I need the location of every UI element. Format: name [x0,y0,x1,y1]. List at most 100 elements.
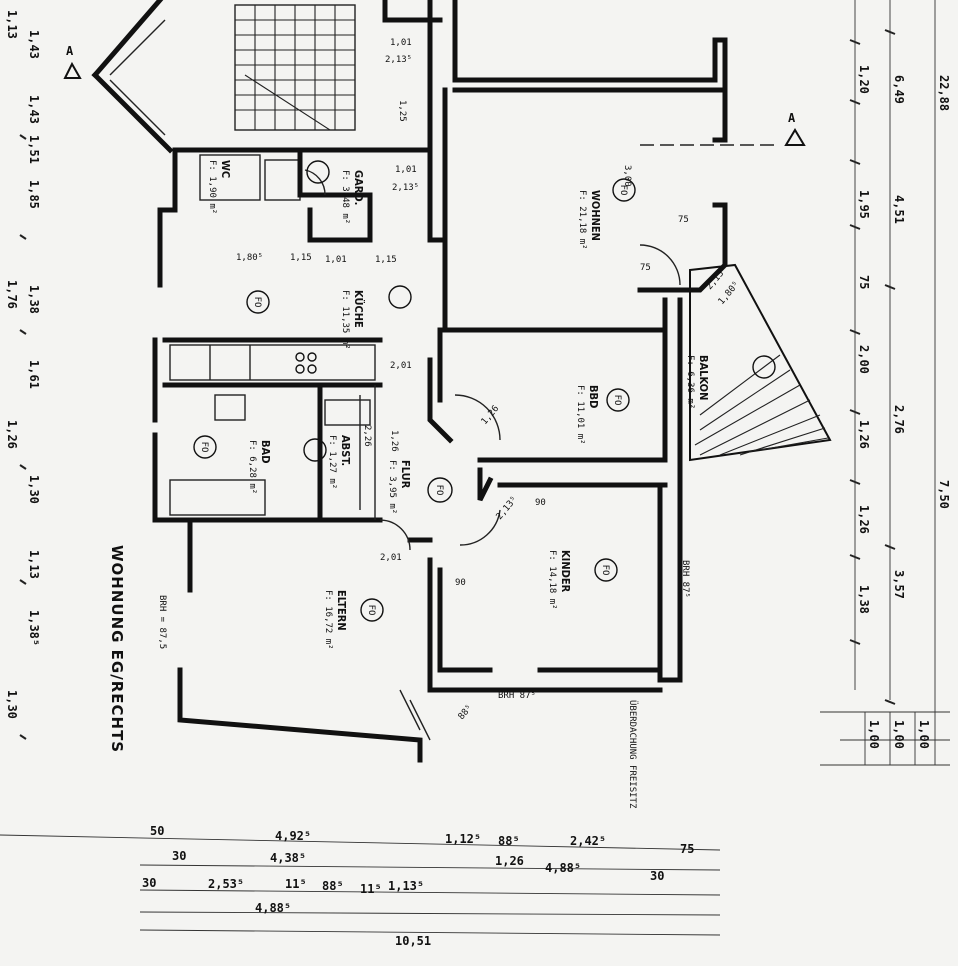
svg-text:4,51: 4,51 [892,195,906,224]
svg-text:1,26: 1,26 [857,505,871,534]
dimension-chain-right [820,0,950,766]
svg-text:4,92⁵: 4,92⁵ [275,829,311,843]
svg-text:F: 3,95 m²: F: 3,95 m² [387,460,397,514]
svg-text:1,38⁵: 1,38⁵ [27,610,41,646]
svg-text:BRH 87⁵: BRH 87⁵ [680,560,690,598]
svg-text:1,38: 1,38 [857,585,871,614]
room-label-kueche: KÜCHE F: 11,35 m² [340,290,366,350]
svg-text:1,12⁵: 1,12⁵ [445,832,481,846]
svg-text:1,26: 1,26 [857,420,871,449]
svg-text:WC: WC [219,160,232,178]
svg-text:1,00: 1,00 [867,720,881,749]
svg-text:1,51: 1,51 [27,135,41,164]
svg-text:2,42⁵: 2,42⁵ [570,834,606,848]
room-marker-flur [427,477,453,503]
plan-title: WOHNUNG EG/RECHTS [108,545,126,753]
svg-text:1,00: 1,00 [892,720,906,749]
svg-text:4,88⁵: 4,88⁵ [545,861,581,875]
svg-text:BALKON: BALKON [697,355,710,400]
svg-text:22,88: 22,88 [937,75,951,111]
svg-text:4,88⁵: 4,88⁵ [255,901,291,915]
svg-text:50: 50 [150,824,164,838]
svg-text:F: 21,18 m²: F: 21,18 m² [577,190,587,250]
room-marker-balkon [752,355,776,379]
room-label-abst: ABST. F: 1,27 m² [327,435,352,489]
svg-text:1,43: 1,43 [27,30,41,59]
svg-text:F: 14,18 m²: F: 14,18 m² [547,550,557,610]
svg-text:1,01: 1,01 [390,38,412,48]
room-marker-bad [193,435,217,459]
svg-text:75: 75 [640,263,651,273]
svg-text:1,00: 1,00 [917,720,931,749]
svg-text:F: 6,36 m²: F: 6,36 m² [685,355,695,409]
room-code-kueche: FO [252,297,262,308]
svg-text:1,38: 1,38 [27,285,41,314]
svg-text:1,13: 1,13 [5,10,19,39]
svg-text:1,15: 1,15 [375,255,397,265]
section-mark-left: A [63,44,82,79]
svg-text:1,30: 1,30 [5,690,19,719]
svg-text:10,51: 10,51 [395,934,431,948]
note-brh: BRH = 87,5 [157,595,167,649]
room-marker-kinder [594,558,618,582]
svg-text:30: 30 [142,876,156,890]
svg-text:KÜCHE: KÜCHE [352,290,366,328]
svg-text:1,15: 1,15 [290,253,312,263]
svg-text:BRH 87⁵: BRH 87⁵ [498,691,536,701]
room-label-bad: BAD F: 6,28 m² [247,440,272,494]
svg-text:KINDER: KINDER [559,550,572,593]
svg-text:FLUR: FLUR [399,460,412,489]
room-code-wohnen: FO [618,185,628,196]
section-mark-right: A [640,111,806,146]
room-label-eltern: ELTERN F: 16,72 m² [323,590,348,650]
svg-text:A: A [788,111,796,125]
svg-text:75: 75 [680,842,694,856]
svg-text:1,01: 1,01 [325,255,347,265]
svg-text:1,26: 1,26 [5,420,19,449]
dim-labels-left: 1,13 1,43 1,43 1,51 1,85 1,76 1,38 1,61 … [5,10,41,719]
svg-text:11⁵: 11⁵ [285,877,307,891]
svg-text:F: 6,28 m²: F: 6,28 m² [247,440,257,494]
svg-text:F: 11,35 m²: F: 11,35 m² [340,290,350,350]
room-marker-abst [303,438,327,462]
svg-text:90: 90 [455,578,466,588]
dim-labels-right: 22,88 6,49 1,20 4,51 1,95 75 2,00 2,76 1… [857,65,951,749]
svg-text:F: 11,01 m²: F: 11,01 m² [575,385,585,445]
svg-text:1,43: 1,43 [27,95,41,124]
svg-text:30: 30 [650,869,664,883]
room-label-balkon: BALKON F: 6,36 m² [685,355,710,409]
room-code-kinder: FO [600,565,610,576]
svg-text:1,25: 1,25 [397,100,407,122]
bath-walls [152,382,383,593]
svg-text:2,00: 2,00 [857,345,871,374]
room-marker-bbd [606,388,630,412]
svg-text:1,20: 1,20 [857,65,871,94]
staircase [91,0,448,243]
room-marker-kueche [246,290,270,314]
dimension-chain-bottom [0,834,721,936]
svg-text:A: A [66,44,74,58]
svg-text:2,76: 2,76 [892,405,906,434]
svg-text:1,95: 1,95 [857,190,871,219]
svg-text:1,26: 1,26 [495,854,524,868]
svg-text:1,80⁵: 1,80⁵ [236,253,263,263]
svg-text:88⁵: 88⁵ [498,834,520,848]
room-marker-wohnen [612,178,636,202]
svg-text:3,00: 3,00 [622,165,632,187]
svg-text:7,50: 7,50 [937,480,951,509]
svg-text:F: 3,48 m²: F: 3,48 m² [340,170,350,224]
svg-text:1,76: 1,76 [5,280,19,309]
svg-text:2,13⁵: 2,13⁵ [385,55,412,65]
svg-text:2,01: 2,01 [380,553,402,563]
room-label-flur: FLUR F: 3,95 m² [387,460,412,514]
svg-text:75: 75 [678,215,689,225]
svg-text:2,53⁵: 2,53⁵ [208,877,244,891]
svg-text:1,13⁵: 1,13⁵ [388,879,424,893]
svg-text:1,85: 1,85 [27,180,41,209]
room-label-kinder: KINDER F: 14,18 m² [547,550,572,610]
outer-walls [427,0,728,693]
room-label-bbd: BBD F: 11,01 m² [575,385,600,445]
svg-text:1,13: 1,13 [27,550,41,579]
kitchen-walls [152,147,433,423]
